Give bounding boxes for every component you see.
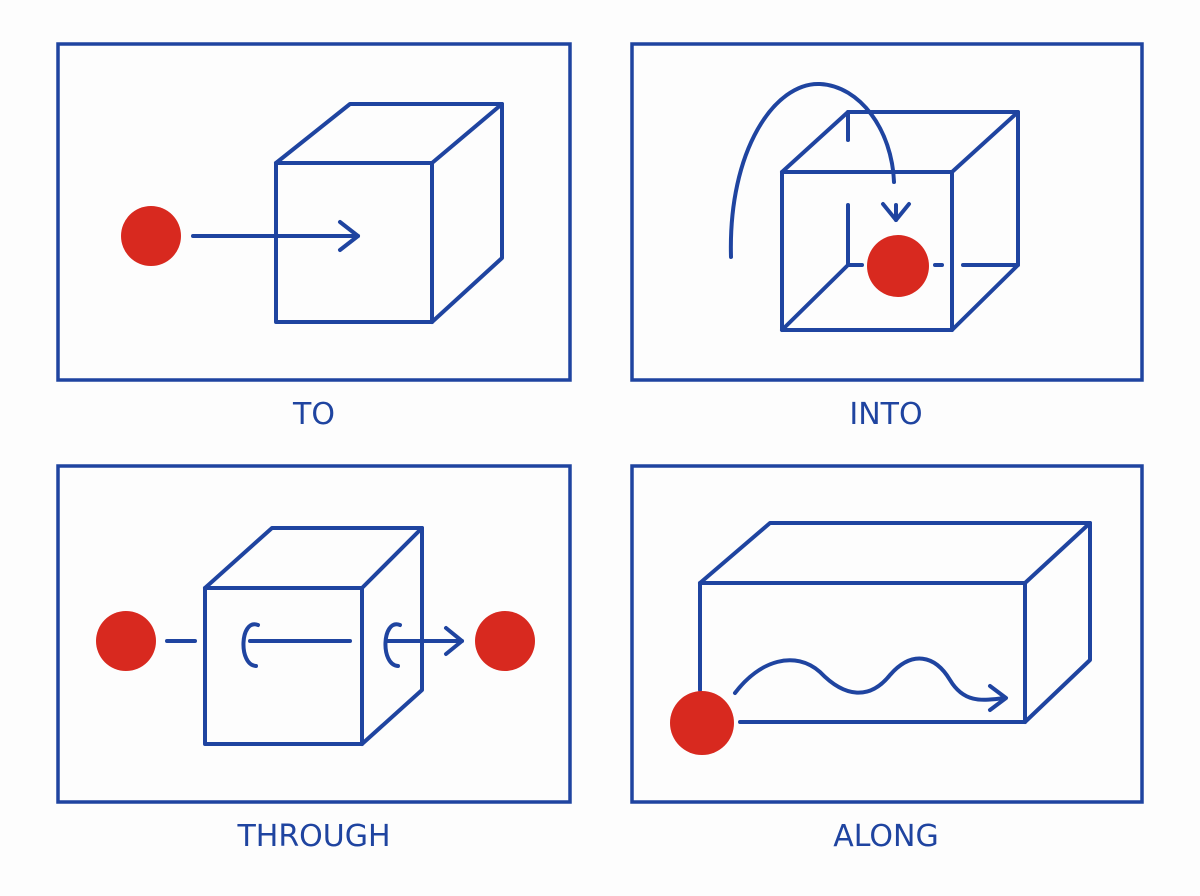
panel-frame bbox=[630, 464, 1144, 804]
hole-entry-icon bbox=[241, 622, 260, 668]
panel-frame bbox=[56, 464, 572, 804]
label-to: TO bbox=[292, 397, 335, 432]
long-box bbox=[698, 521, 1092, 724]
hole-exit-icon bbox=[383, 622, 402, 668]
panel-frame bbox=[56, 42, 572, 382]
panel-into: INTO bbox=[630, 42, 1144, 432]
cube bbox=[274, 102, 504, 324]
ball bbox=[121, 206, 181, 266]
arrow bbox=[191, 220, 360, 252]
curved-arrow bbox=[728, 81, 911, 259]
ball bbox=[670, 691, 734, 755]
open-cube bbox=[780, 110, 1020, 332]
through-arrow bbox=[165, 622, 464, 668]
ball bbox=[867, 235, 929, 297]
label-into: INTO bbox=[849, 397, 922, 432]
ball-end bbox=[475, 611, 535, 671]
wavy-arrow bbox=[733, 656, 1008, 712]
panel-to: TO bbox=[56, 42, 572, 432]
panel-along: ALONG bbox=[630, 464, 1144, 854]
label-through: THROUGH bbox=[236, 819, 390, 854]
panel-frame bbox=[630, 42, 1144, 382]
panel-through: THROUGH bbox=[56, 464, 572, 854]
label-along: ALONG bbox=[833, 819, 938, 854]
ball-start bbox=[96, 611, 156, 671]
cube bbox=[203, 526, 424, 746]
